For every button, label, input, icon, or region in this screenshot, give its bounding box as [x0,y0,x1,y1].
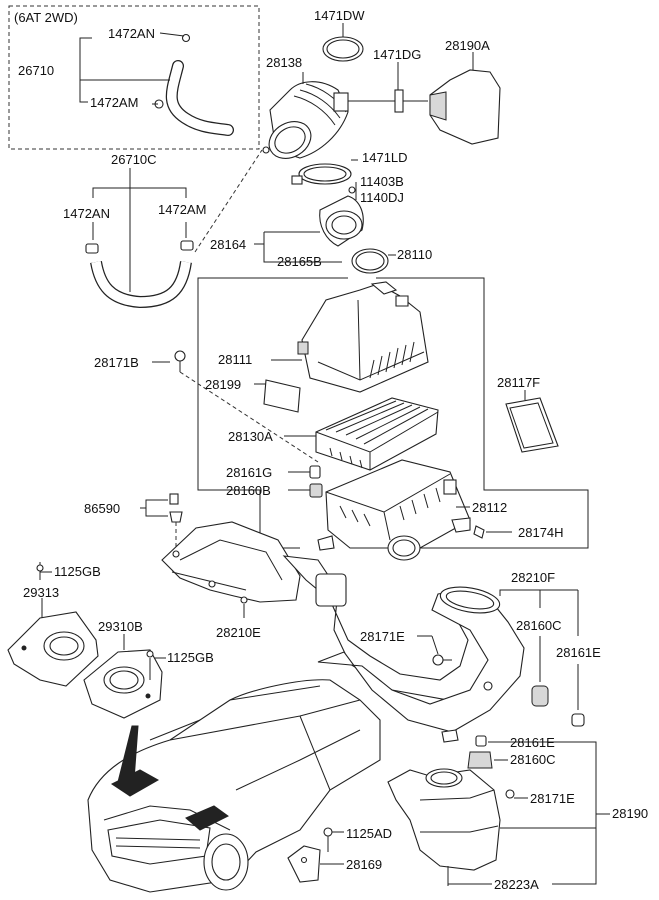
label-28190a: 28190A [445,38,490,53]
resonator-28190a [429,69,501,145]
air-duct-28210e [161,521,301,603]
air-cleaner-element-28130a [315,397,439,471]
label-28130a: 28130A [228,429,273,444]
air-filter-28117f [505,397,559,453]
intake-hose-group [262,23,501,159]
vehicle-illustration [87,679,381,893]
air-flow-sensor-group [254,159,396,274]
label-28165b: 28165B [277,254,322,269]
screw-11403b-icon [348,186,356,194]
bolt-1125ad-icon [323,827,333,837]
bolt-28171b-icon [174,350,186,362]
label-28190: 28190 [612,806,648,821]
grommet-28161e-a-icon [571,713,585,727]
clip-1471dg-icon [394,89,404,113]
air-cleaner-body-group [317,459,512,561]
label-28223a: 28223A [494,877,539,892]
bracket-28169 [287,845,321,883]
label-1471dg: 1471DG [373,47,421,62]
label-28112: 28112 [472,500,507,515]
label-1125gb-a: 1125GB [54,564,101,579]
grommet-group [288,465,323,498]
bolt-28171e-b-icon [505,789,515,799]
bolt-28171e-a-icon [432,654,444,666]
label-1125ad: 1125AD [346,826,392,841]
label-1125gb-b: 1125GB [167,650,214,665]
label-28210e: 28210E [216,625,261,640]
bolt-1125gb-a-icon [36,564,44,572]
label-29310b: 29310B [98,619,143,634]
label-28160c-a: 28160C [516,618,562,633]
label-86590: 86590 [84,501,120,516]
label-1140dj: 1140DJ [360,190,404,205]
label-28161e-a: 28161E [556,645,601,660]
variant-dashed-frame [8,5,260,150]
label-28117f: 28117F [497,375,540,390]
label-28110: 28110 [397,247,432,262]
label-28161g: 28161G [226,465,272,480]
insulator-28160b-icon [309,483,323,498]
cover-location-marker-b [185,805,229,831]
label-28171e-b: 28171E [530,791,575,806]
air-duct-28210e-group [161,521,301,618]
label-1472an-b: 1472AN [63,206,110,221]
label-26710c: 26710C [111,152,157,167]
variant-title: (6AT 2WD) [14,10,78,25]
fastener-86590-group [140,493,183,548]
clamp-1472an-icon [181,33,191,43]
label-28164: 28164 [210,237,246,252]
label-1472an-a: 1472AN [108,26,155,41]
clip-28174h-icon [473,525,485,539]
label-28111: 28111 [218,352,252,367]
engine-cover-group [7,562,166,719]
bolt-1125gb-b-icon [146,650,154,658]
nut-86590-icon [169,511,183,523]
clamp-1472an-b-icon [85,243,99,254]
label-11403b: 11403B [360,174,404,189]
label-28171b: 28171B [94,355,139,370]
label-28161e-b: 28161E [510,735,555,750]
variant-6at-2wd-group: (6AT 2WD) [8,5,260,150]
clamp-1472am-b-icon [180,240,194,251]
label-26710: 26710 [18,63,54,78]
grommet-28161e-b-icon [475,735,487,747]
label-29313: 29313 [23,585,59,600]
label-28171e-a: 28171E [360,629,405,644]
label-1472am-a: 1472AM [90,95,138,110]
bracket-28169-group [287,827,344,883]
insulator-28160c-a-icon [531,685,549,707]
label-28160c-b: 28160C [510,752,556,767]
label-28138: 28138 [266,55,302,70]
label-28174h: 28174H [518,525,564,540]
label-28210f: 28210F [511,570,555,585]
air-filter-28117f-group [505,390,559,453]
sensor-plug-icon [262,146,270,154]
insulator-28160c-b-icon [467,751,493,769]
resonator-28190-group [387,735,610,886]
label-plate-28199 [263,379,301,413]
air-cleaner-cover-28111 [301,283,429,393]
label-1471ld: 1471LD [362,150,408,165]
label-28160b: 28160B [226,483,271,498]
label-1471dw: 1471DW [314,8,365,23]
label-28199: 28199 [205,377,241,392]
label-1472am-b: 1472AM [158,202,206,217]
air-cleaner-cover-group [152,281,429,463]
breather-hose-26710c-group [85,149,263,309]
car-grille [107,819,211,865]
air-duct-28210f-group [282,555,585,743]
air-cleaner-filter-group [284,397,439,471]
grommet-28161g-icon [309,465,321,479]
label-28169: 28169 [346,857,382,872]
bolt-86590-icon [169,493,179,505]
pointer-arrow-icon [117,725,139,783]
